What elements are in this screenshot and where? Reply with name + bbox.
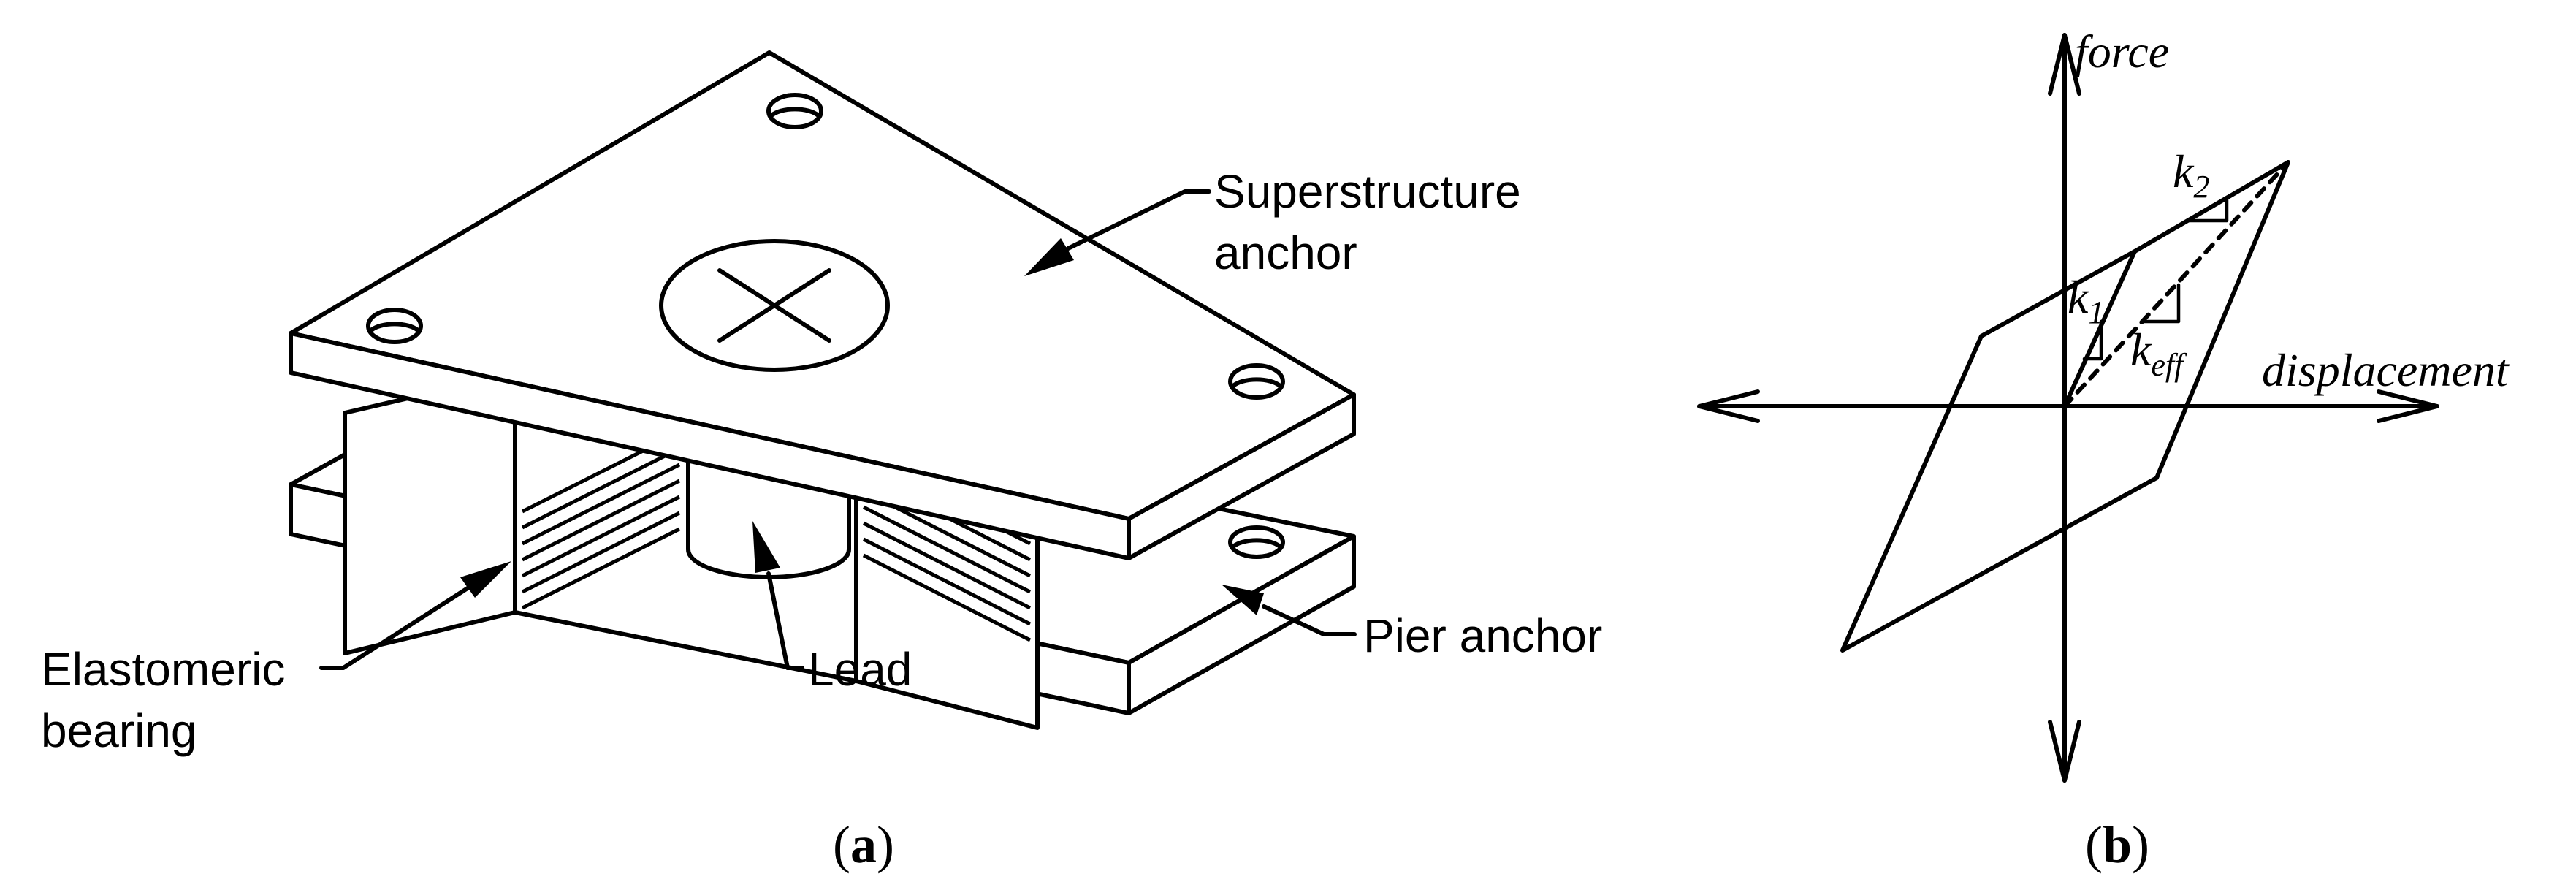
- lead-label: Lead: [808, 643, 912, 696]
- panel-a-labels: Superstructure anchor Elastomeric bearin…: [41, 165, 1602, 757]
- keff-secant-line: [2062, 160, 2290, 408]
- caption-b: (b): [2085, 815, 2149, 874]
- lead-core-top: [659, 239, 890, 372]
- elastomeric-label-line1: Elastomeric: [41, 643, 285, 696]
- panel-b-labels: force displacement k2 k1 keff: [2068, 26, 2510, 396]
- top-bolt-hole-right: [1228, 363, 1285, 400]
- panel-a-bearing-drawing: Superstructure anchor Elastomeric bearin…: [41, 50, 1602, 874]
- axes: [1697, 33, 2439, 783]
- superstructure-anchor-plate: [289, 50, 1356, 560]
- superstructure-label-line2: anchor: [1214, 227, 1357, 279]
- elastomeric-label-line2: bearing: [41, 704, 197, 757]
- top-bolt-hole-left: [366, 308, 423, 344]
- k2-label: k2: [2173, 145, 2209, 205]
- force-axis-label: force: [2075, 26, 2169, 77]
- displacement-axis-label: displacement: [2262, 344, 2510, 396]
- k1-label: k1: [2068, 271, 2104, 330]
- panel-b-hysteresis-diagram: force displacement k2 k1 keff (b): [1697, 26, 2510, 874]
- superstructure-label-line1: Superstructure: [1214, 165, 1521, 218]
- panel-a-leader-lines: [319, 189, 1357, 670]
- caption-a: (a): [833, 815, 894, 874]
- keff-label: keff: [2130, 324, 2187, 383]
- pier-bolt-hole: [1228, 525, 1285, 559]
- top-bolt-hole-back: [766, 93, 823, 129]
- stiffness-triangles: [2082, 195, 2229, 361]
- pier-anchor-label: Pier anchor: [1363, 609, 1602, 662]
